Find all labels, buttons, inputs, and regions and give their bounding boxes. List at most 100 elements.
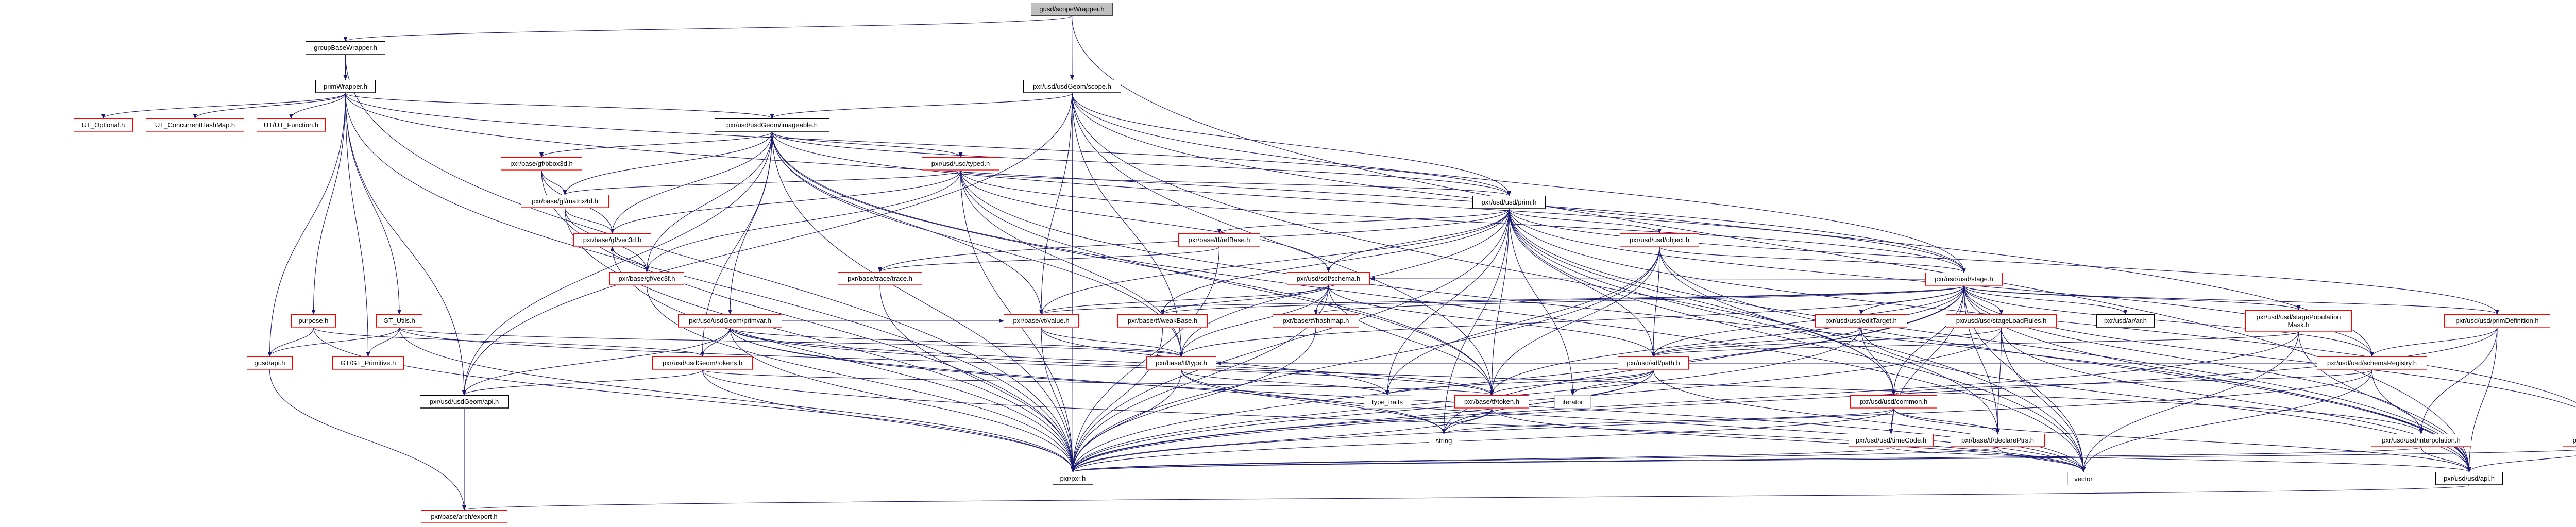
edge-typed-to-token xyxy=(960,170,1494,396)
node-schemaRegistry[interactable]: pxr/usd/usd/schemaRegistry.h xyxy=(2317,356,2427,370)
edge-primWrapper-to-GT_Utils xyxy=(345,93,401,315)
node-type[interactable]: pxr/base/tf/type.h xyxy=(1146,356,1216,370)
edge-path-to-iterator xyxy=(1570,369,1654,396)
node-stage[interactable]: pxr/usd/usd/stage.h xyxy=(1925,273,2003,286)
node-type_traits: type_traits xyxy=(1364,395,1411,409)
node-UT_Optional[interactable]: UT_Optional.h xyxy=(74,118,133,132)
node-UT_ConcurrentHashMap[interactable]: UT_ConcurrentHashMap.h xyxy=(146,118,244,132)
edge-usdApi-to-export xyxy=(463,485,2470,511)
edge-type-to-pxr xyxy=(1071,369,1182,472)
node-GT_Utils[interactable]: GT_Utils.h xyxy=(376,314,422,328)
edge-stagePopulationMask-to-vector xyxy=(2081,331,2299,472)
edge-stage-to-schemaRegistry xyxy=(1963,285,2374,357)
edge-GT_Utils-to-type xyxy=(399,327,1183,357)
node-weakBase[interactable]: pxr/base/tf/weakBase.h xyxy=(1117,314,1208,328)
edge-stage-to-weakBase xyxy=(1161,285,1964,315)
edge-imageable-to-vec3f xyxy=(645,131,773,273)
edge-weakBase-to-pxr xyxy=(1071,327,1163,472)
edge-scope-to-prim xyxy=(1072,93,1511,196)
edge-imageable-to-prim xyxy=(771,131,1511,196)
node-token[interactable]: pxr/base/tf/token.h xyxy=(1454,395,1529,409)
edge-refBase-to-pxr xyxy=(1071,246,1220,472)
edge-token-to-pxr xyxy=(1071,408,1493,472)
node-scope[interactable]: pxr/usd/usdGeom/scope.h xyxy=(1023,80,1121,93)
node-hashmap[interactable]: pxr/base/tf/hashmap.h xyxy=(1273,314,1359,328)
edge-primWrapper-to-stage xyxy=(345,93,1966,273)
edge-tokens-to-vector xyxy=(702,369,2086,472)
node-groupBaseWrapper[interactable]: groupBaseWrapper.h xyxy=(306,41,385,55)
edge-prim-to-primDefinition xyxy=(1509,209,2499,315)
node-gusdApi[interactable]: gusd/api.h xyxy=(247,356,293,370)
edge-scope-to-type xyxy=(1072,93,1183,357)
node-tokens[interactable]: pxr/usd/usdGeom/tokens.h xyxy=(652,356,753,370)
edge-common-to-declarePtrs xyxy=(1893,408,2000,434)
node-primvar[interactable]: pxr/usd/usdGeom/primvar.h xyxy=(678,314,782,328)
edge-scopeWrapper-to-usdApi xyxy=(1071,15,2471,472)
node-refBase[interactable]: pxr/base/tf/refBase.h xyxy=(1178,233,1260,247)
node-editTarget[interactable]: pxr/usd/usd/editTarget.h xyxy=(1815,314,1907,328)
edge-primWrapper-to-UT_Function xyxy=(289,93,346,119)
edge-primvar-to-type xyxy=(730,327,1183,357)
node-UT_Function[interactable]: UT/UT_Function.h xyxy=(257,118,326,132)
edge-primvar-to-interpolation xyxy=(730,327,2424,434)
node-stagePopulationMask[interactable]: pxr/usd/usd/stagePopulation Mask.h xyxy=(2245,310,2352,332)
edge-imageable-to-typed xyxy=(771,131,963,158)
edge-GT_Utils-to-pxr xyxy=(399,327,1075,472)
node-primFlags[interactable]: pxr/usd/usd/primFlags.h xyxy=(2563,434,2576,447)
edge-imageable-to-stage xyxy=(771,131,1966,273)
node-trace[interactable]: pxr/base/trace/trace.h xyxy=(838,272,922,285)
edge-primWrapper-to-UT_ConcurrentHashMap xyxy=(193,93,346,119)
node-GT_Primitive[interactable]: GT/GT_Primitive.h xyxy=(332,356,404,370)
node-typed[interactable]: pxr/usd/usd/typed.h xyxy=(922,157,999,171)
edge-object-to-stage xyxy=(1659,246,1966,273)
node-usdApi[interactable]: pxr/usd/usd/api.h xyxy=(2435,472,2503,485)
edge-path-to-token xyxy=(1489,369,1654,396)
edge-declarePtrs-to-pxr xyxy=(1071,447,1998,472)
node-vec3f[interactable]: pxr/base/gf/vec3f.h xyxy=(609,272,684,285)
node-prim[interactable]: pxr/usd/usd/prim.h xyxy=(1472,196,1546,209)
edge-primWrapper-to-pxr xyxy=(345,93,1075,472)
node-vec3d[interactable]: pxr/base/gf/vec3d.h xyxy=(573,233,651,247)
node-stageLoadRules[interactable]: pxr/usd/usd/stageLoadRules.h xyxy=(1946,314,2057,328)
node-declarePtrs[interactable]: pxr/base/tf/declarePtrs.h xyxy=(1951,434,2045,447)
edge-prim-to-schema xyxy=(1326,209,1510,273)
edge-prim-to-pxr xyxy=(1071,209,1510,472)
edge-tokens-to-pxr xyxy=(702,369,1075,472)
node-imageable[interactable]: pxr/usd/usdGeom/imageable.h xyxy=(715,118,829,132)
edge-refBase-to-trace xyxy=(878,246,1220,273)
edge-object-to-common xyxy=(1659,246,1896,396)
edge-prim-to-string xyxy=(1442,209,1510,434)
edge-imageable-to-vector xyxy=(771,131,2086,472)
edge-schemaRegistry-to-usdApi xyxy=(2371,369,2471,472)
edge-common-to-usdApi xyxy=(1893,408,2471,472)
edge-stageLoadRules-to-path xyxy=(1651,327,2002,357)
node-purpose[interactable]: purpose.h xyxy=(291,314,336,328)
node-interpolation[interactable]: pxr/usd/usd/interpolation.h xyxy=(2371,434,2471,447)
edge-primDefinition-to-pxr xyxy=(1071,327,2498,472)
edge-matrix4d-to-vec3d xyxy=(564,208,615,234)
edge-typed-to-vec3f xyxy=(645,170,961,273)
node-bbox3d[interactable]: pxr/base/gf/bbox3d.h xyxy=(501,157,582,171)
node-matrix4d[interactable]: pxr/base/gf/matrix4d.h xyxy=(521,195,609,208)
node-primWrapper[interactable]: primWrapper.h xyxy=(315,80,376,93)
edge-imageable-to-usdGeomApi xyxy=(462,131,773,396)
edge-gusdApi-to-export xyxy=(269,369,466,511)
node-usdGeomApi[interactable]: pxr/usd/usdGeom/api.h xyxy=(420,395,509,409)
node-value[interactable]: pxr/base/vt/value.h xyxy=(1004,314,1079,328)
node-primDefinition[interactable]: pxr/usd/usd/primDefinition.h xyxy=(2444,314,2550,328)
edge-stageLoadRules-to-vector xyxy=(2001,327,2086,472)
node-schema[interactable]: pxr/usd/sdf/schema.h xyxy=(1287,272,1370,285)
node-ar[interactable]: pxr/usd/ar/ar.h xyxy=(2096,314,2155,328)
node-export[interactable]: pxr/base/arch/export.h xyxy=(421,510,507,523)
node-path[interactable]: pxr/usd/sdf/path.h xyxy=(1618,356,1689,370)
edge-value-to-type xyxy=(1041,327,1183,357)
node-timeCode[interactable]: pxr/usd/usd/timeCode.h xyxy=(1849,434,1934,447)
edge-stage-to-common xyxy=(1891,285,1964,396)
node-pxr[interactable]: pxr/pxr.h xyxy=(1053,472,1093,485)
edge-imageable-to-primvar xyxy=(728,131,773,315)
node-object[interactable]: pxr/usd/usd/object.h xyxy=(1620,233,1699,247)
edge-primWrapper-to-gusdApi xyxy=(267,93,346,357)
edge-declarePtrs-to-vector xyxy=(1997,447,2086,472)
node-common[interactable]: pxr/usd/usd/common.h xyxy=(1850,395,1937,409)
